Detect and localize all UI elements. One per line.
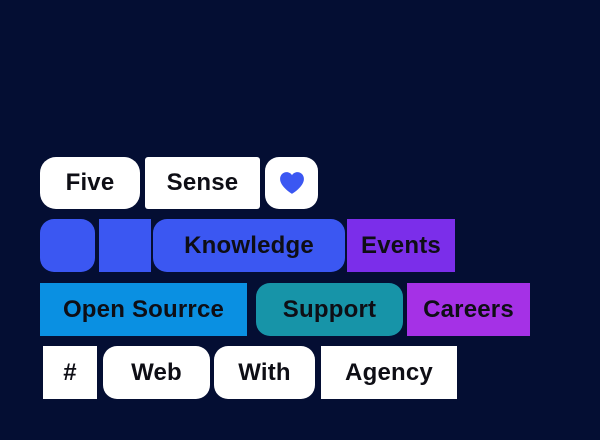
tile-open-source[interactable]: Open Sourrce	[40, 283, 247, 336]
tile-web[interactable]: Web	[103, 346, 210, 399]
heart-icon	[279, 171, 305, 195]
tile-events[interactable]: Events	[347, 219, 455, 272]
decorative-square-rounded	[40, 219, 95, 272]
tile-knowledge[interactable]: Knowledge	[153, 219, 345, 272]
heart-button[interactable]	[265, 157, 318, 209]
tile-support[interactable]: Support	[256, 283, 403, 336]
tile-hash[interactable]: #	[43, 346, 97, 399]
tile-sense[interactable]: Sense	[145, 157, 260, 209]
tile-with[interactable]: With	[214, 346, 315, 399]
decorative-square-sharp	[99, 219, 151, 272]
tile-five[interactable]: Five	[40, 157, 140, 209]
tile-agency[interactable]: Agency	[321, 346, 457, 399]
tile-careers[interactable]: Careers	[407, 283, 530, 336]
